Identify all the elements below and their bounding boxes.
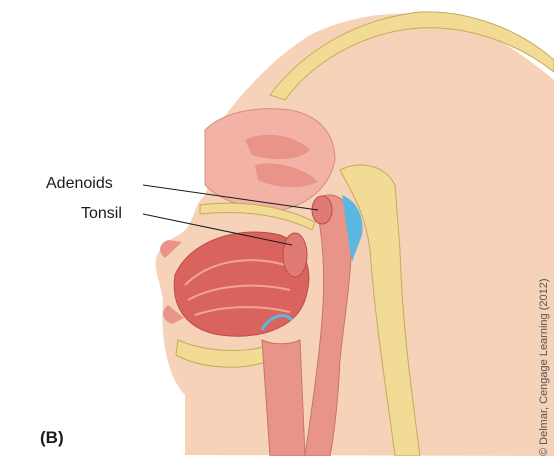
tonsil xyxy=(283,233,307,277)
copyright-credit: © Delmar, Cengage Learning (2012) xyxy=(538,279,550,456)
panel-letter: (B) xyxy=(40,428,64,448)
trachea xyxy=(262,340,305,456)
tonsil-label: Tonsil xyxy=(81,205,122,223)
adenoids-label: Adenoids xyxy=(46,175,113,193)
